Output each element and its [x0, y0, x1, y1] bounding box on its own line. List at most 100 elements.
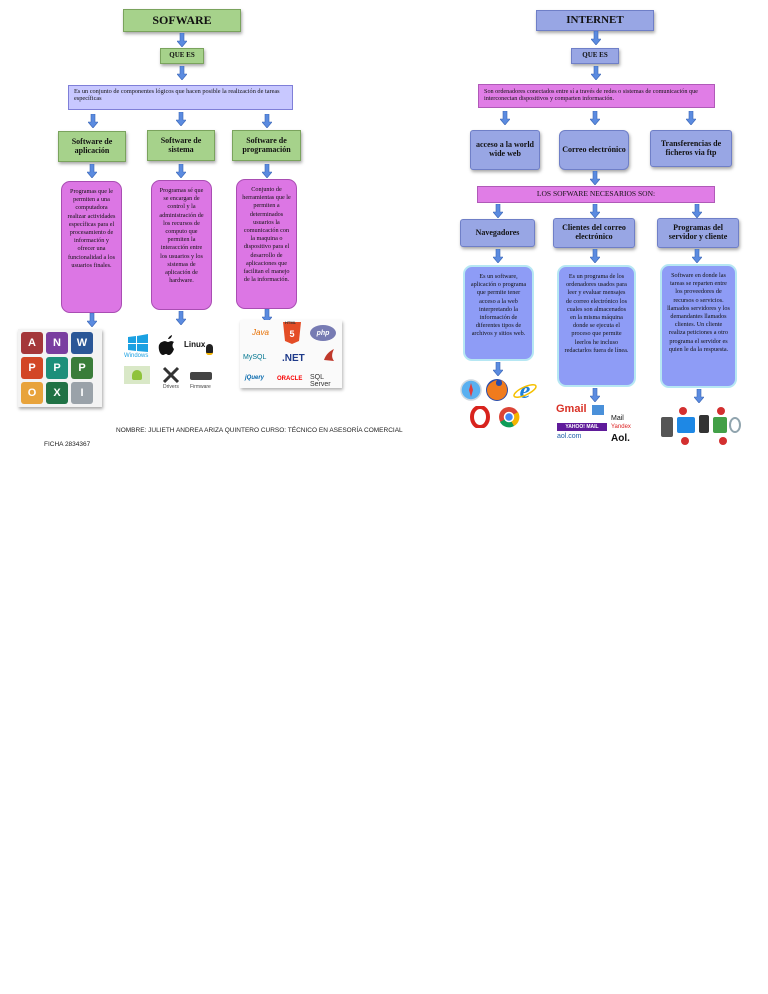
down-arrow-icon: [590, 111, 600, 125]
down-arrow-icon: [590, 171, 600, 185]
down-arrow-icon: [591, 31, 601, 45]
down-arrow-icon: [262, 114, 272, 128]
windows-mail-icon: [592, 405, 604, 415]
down-arrow-icon: [493, 204, 503, 218]
svg-text:5: 5: [289, 329, 294, 339]
request-panel: [677, 417, 695, 433]
mail-label: Mail: [611, 415, 624, 422]
down-arrow-icon: [692, 204, 702, 218]
step-1-icon: [679, 407, 687, 415]
client-server-image: [659, 405, 743, 447]
software-navegadores: Navegadores: [460, 219, 535, 247]
excel-icon: X: [46, 382, 68, 404]
navegadores-description: Es un software, aplicación o programa qu…: [463, 265, 534, 361]
office-apps-image: A N W P P P O X I: [18, 329, 102, 407]
apple-logo-icon: [158, 335, 174, 355]
ficha-line: FICHA 2834367: [44, 441, 91, 448]
programming-logos-image: Java 5 HTML php MySQL .NET jQuery ORACLE…: [240, 320, 342, 388]
tools-icon: [162, 366, 180, 384]
down-arrow-icon: [590, 249, 600, 263]
internet-definition: Son ordenadores conectados entre sí a tr…: [478, 84, 715, 108]
down-arrow-icon: [493, 362, 503, 376]
software-definition: Es un conjunto de componentes lógicos qu…: [68, 85, 293, 110]
windows-label: Windows: [124, 353, 149, 359]
software-title: SOFWARE: [123, 9, 241, 32]
firmware-label: Firmware: [190, 384, 211, 390]
author-course-line: NOMBRE: JULIETH ANDREA ARIZA QUINTERO CU…: [116, 427, 403, 434]
category-programacion: Software de programación: [232, 130, 301, 161]
dotnet-label: .NET: [282, 353, 305, 364]
programacion-description: Conjunto de herramientas que le permiten…: [236, 179, 297, 309]
down-arrow-icon: [686, 111, 696, 125]
onenote-icon: N: [46, 332, 68, 354]
step-4-icon: [719, 437, 727, 445]
down-arrow-icon: [694, 389, 704, 403]
service-email: Correo electrónico: [559, 130, 629, 170]
java-label: Java: [252, 328, 269, 337]
firefox-icon: [486, 379, 508, 401]
yandex-label: Yandex: [611, 424, 631, 430]
clientes-correo-description: Es un programa de los ordenadores usados…: [557, 265, 636, 387]
down-arrow-icon: [176, 164, 186, 178]
software-servidor-cliente: Programas del servidor y cliente: [657, 218, 739, 248]
down-arrow-icon: [177, 66, 187, 80]
down-arrow-icon: [590, 388, 600, 402]
down-arrow-icon: [177, 33, 187, 47]
chrome-icon: [499, 407, 520, 428]
down-arrow-icon: [88, 114, 98, 128]
category-aplicacion: Software de aplicación: [58, 131, 126, 162]
publisher-icon: P: [46, 357, 68, 379]
response-panel: [713, 417, 727, 433]
safari-icon: [460, 379, 482, 401]
down-arrow-icon: [591, 66, 601, 80]
internet-explorer-icon: e: [513, 378, 537, 402]
down-arrow-icon: [87, 164, 97, 178]
servidor-cliente-description: Software en donde las tareas se reparten…: [660, 264, 737, 388]
php-label: php: [316, 329, 330, 337]
down-arrow-icon: [500, 111, 510, 125]
aolcom-label: aol.com: [557, 433, 582, 440]
mysql-label: MySQL: [243, 354, 267, 361]
down-arrow-icon: [176, 311, 186, 325]
drivers-label: Drivers: [163, 384, 179, 390]
device-icon: [699, 415, 709, 433]
internet-que-es: QUE ES: [571, 48, 619, 64]
down-arrow-icon: [590, 204, 600, 218]
sistema-description: Programas sé que se encargan de control …: [151, 180, 212, 310]
word-icon: W: [71, 332, 93, 354]
router-icon: [190, 372, 212, 380]
infopath-icon: I: [71, 382, 93, 404]
yahoo-mail-label: YAHOO! MAIL: [565, 424, 599, 430]
linux-label: Linux: [184, 340, 206, 349]
down-arrow-icon: [262, 164, 272, 178]
php-logo: php: [310, 325, 336, 341]
windows-logo-icon: [128, 334, 148, 352]
aol-label: Aol.: [611, 433, 630, 444]
system-logos-image: Windows Linux Drivers Firmware: [120, 328, 220, 393]
software-que-es: QUE ES: [160, 48, 204, 64]
gmail-label: Gmail: [556, 403, 587, 415]
software-clientes-correo: Clientes del correo electrónico: [553, 218, 635, 248]
html-label: HTML: [285, 320, 297, 325]
outlook-icon: O: [21, 382, 43, 404]
down-arrow-icon: [176, 112, 186, 126]
access-icon: A: [21, 332, 43, 354]
down-arrow-icon: [493, 249, 503, 263]
down-arrow-icon: [692, 249, 702, 263]
down-arrow-icon: [87, 313, 97, 327]
jquery-label: jQuery: [245, 375, 265, 381]
mail-logos-image: Gmail Mail YAHOO! MAIL Yandex aol.com Ao…: [554, 403, 638, 449]
globe-icon: [729, 417, 741, 433]
yahoo-mail-badge: YAHOO! MAIL: [557, 423, 607, 431]
html5-logo-icon: 5: [283, 322, 301, 344]
opera-icon: [470, 406, 490, 428]
software-needed-header: LOS SOFWARE NECESARIOS SON:: [477, 186, 715, 203]
oracle-label: ORACLE: [277, 376, 303, 382]
category-sistema: Software de sistema: [147, 130, 215, 161]
sqlserver-label: SQL Server: [310, 374, 331, 388]
powerpoint-icon: P: [21, 357, 43, 379]
server-icon: [661, 417, 673, 437]
sqlserver-logo-icon: [324, 349, 334, 361]
step-3-icon: [717, 407, 725, 415]
internet-title: INTERNET: [536, 10, 654, 31]
